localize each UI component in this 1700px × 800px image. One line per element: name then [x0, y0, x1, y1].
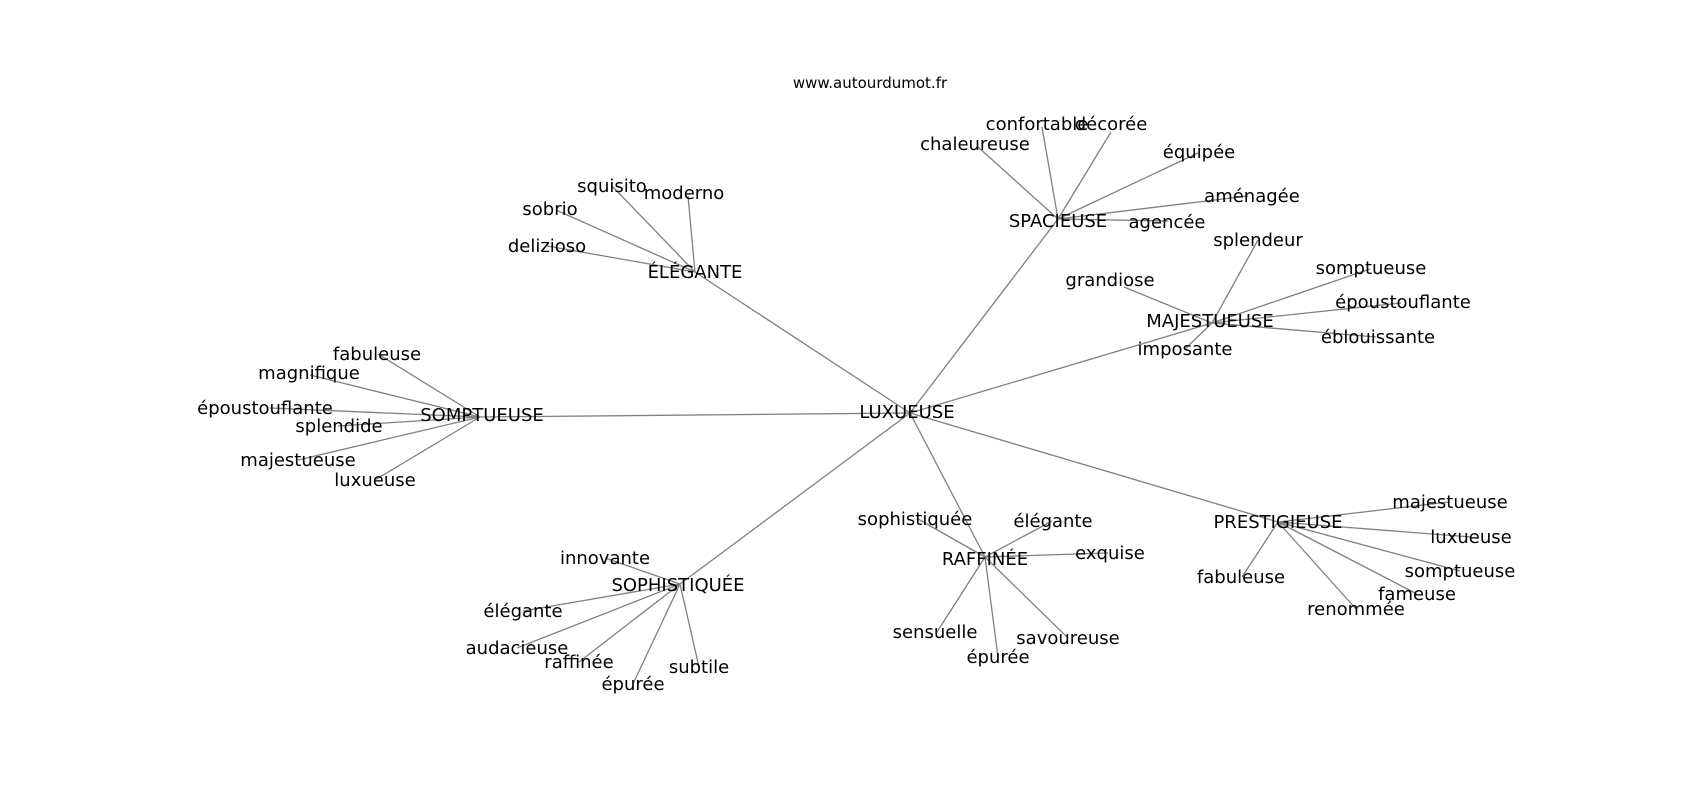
- leaf-node-somptueuse-2: époustouflante: [197, 398, 333, 419]
- edge-raffinee-leaf-4: [984, 556, 1069, 639]
- edges: [269, 126, 1472, 685]
- edge-elegante-leaf-1: [687, 195, 696, 273]
- leaf-node-sophistiquee-4: épurée: [601, 674, 664, 695]
- leaf-node-prestigieuse-2: fabuleuse: [1197, 567, 1285, 588]
- edge-sophistiquee-leaf-5: [679, 583, 700, 668]
- edge-prestigieuse-leaf-4: [1277, 521, 1418, 595]
- edge-prestigieuse-leaf-3: [1277, 521, 1461, 572]
- edge-somptueuse-leaf-1: [309, 374, 481, 418]
- leaf-node-majestueuse-1: grandiose: [1065, 270, 1154, 291]
- edge-majestueuse-leaf-5: [1184, 322, 1213, 350]
- leaf-node-majestueuse-2: somptueuse: [1316, 258, 1427, 279]
- leaf-node-raffinee-1: élégante: [1013, 511, 1092, 532]
- leaf-node-sophistiquee-5: subtile: [669, 657, 729, 678]
- cluster-node-spacieuse: SPACIEUSE: [1009, 211, 1107, 232]
- leaf-node-somptueuse-4: majestueuse: [240, 450, 355, 471]
- edge-center-elegante: [694, 271, 911, 414]
- edge-raffinee-leaf-1: [984, 520, 1053, 558]
- edge-sophistiquee-leaf-2: [516, 583, 681, 649]
- edge-raffinee-leaf-3: [936, 556, 986, 633]
- edge-center-prestigieuse: [909, 412, 1279, 523]
- edge-prestigieuse-leaf-0: [1277, 501, 1450, 523]
- leaf-node-majestueuse-4: éblouissante: [1321, 327, 1435, 348]
- leaf-node-somptueuse-5: luxueuse: [334, 470, 415, 491]
- edge-majestueuse-leaf-3: [1211, 302, 1402, 324]
- edge-somptueuse-leaf-0: [377, 353, 481, 418]
- cluster-node-somptueuse: SOMPTUEUSE: [420, 405, 544, 426]
- edge-spacieuse-leaf-3: [1057, 152, 1199, 220]
- edge-sophistiquee-leaf-0: [604, 557, 681, 585]
- leaf-node-sophistiquee-0: innovante: [560, 548, 650, 569]
- leaf-node-prestigieuse-5: renommée: [1307, 599, 1405, 620]
- edge-somptueuse-leaf-5: [374, 416, 481, 481]
- leaf-node-prestigieuse-3: somptueuse: [1405, 561, 1516, 582]
- edge-somptueuse-leaf-3: [337, 416, 481, 427]
- cluster-node-elegante: ÉLÉGANTE: [648, 261, 743, 283]
- edge-prestigieuse-leaf-1: [1277, 521, 1472, 538]
- edge-center-sophistiquee: [679, 412, 911, 585]
- cluster-node-majestueuse: MAJESTUEUSE: [1146, 311, 1273, 332]
- edge-center-spacieuse: [909, 218, 1059, 414]
- leaf-node-prestigieuse-0: majestueuse: [1392, 492, 1507, 513]
- edge-sophistiquee-leaf-4: [632, 583, 681, 685]
- edge-majestueuse-leaf-0: [1211, 239, 1259, 324]
- edge-spacieuse-leaf-2: [977, 146, 1059, 220]
- leaf-node-spacieuse-3: équipée: [1163, 142, 1235, 163]
- edge-prestigieuse-leaf-2: [1241, 521, 1279, 578]
- leaf-node-spacieuse-4: aménagée: [1204, 186, 1300, 207]
- edge-raffinee-leaf-5: [984, 556, 999, 658]
- edge-somptueuse-leaf-4: [297, 416, 481, 461]
- leaf-node-majestueuse-0: splendeur: [1213, 230, 1303, 251]
- edge-majestueuse-leaf-4: [1211, 322, 1377, 338]
- edge-prestigieuse-leaf-5: [1277, 521, 1357, 610]
- edge-majestueuse-leaf-2: [1211, 268, 1371, 324]
- edge-sophistiquee-leaf-1: [522, 583, 681, 612]
- leaf-node-majestueuse-3: époustouflante: [1335, 292, 1471, 313]
- edge-elegante-leaf-3: [546, 245, 696, 273]
- leaf-node-raffinee-2: exquise: [1075, 543, 1145, 564]
- leaf-node-raffinee-3: sensuelle: [893, 622, 978, 643]
- edge-sophistiquee-leaf-3: [578, 583, 681, 663]
- cluster-node-prestigieuse: PRESTIGIEUSE: [1213, 512, 1342, 533]
- leaf-node-spacieuse-2: chaleureuse: [920, 134, 1030, 155]
- edge-spacieuse-leaf-4: [1057, 195, 1249, 220]
- edge-center-raffinee: [909, 412, 986, 558]
- edge-somptueuse-leaf-2: [269, 407, 481, 418]
- edge-spacieuse-leaf-5: [1057, 218, 1169, 222]
- center-node-label: LUXUEUSE: [859, 402, 954, 423]
- edge-majestueuse-leaf-1: [1123, 286, 1213, 324]
- leaf-node-raffinee-5: épurée: [966, 647, 1029, 668]
- leaf-node-spacieuse-1: décorée: [1075, 114, 1148, 135]
- leaf-node-elegante-2: sobrio: [522, 199, 577, 220]
- edge-center-majestueuse: [909, 322, 1213, 414]
- edge-raffinee-leaf-2: [984, 552, 1109, 558]
- cluster-node-raffinee: RAFFINÉE: [942, 548, 1028, 570]
- edge-raffinee-leaf-0: [917, 518, 986, 558]
- edge-elegante-leaf-2: [555, 209, 696, 273]
- leaf-node-spacieuse-5: agencée: [1129, 212, 1206, 233]
- leaf-node-sophistiquee-1: élégante: [483, 601, 562, 622]
- edge-spacieuse-leaf-0: [1041, 126, 1059, 220]
- leaf-node-elegante-3: delizioso: [508, 236, 586, 257]
- leaf-node-somptueuse-0: fabuleuse: [333, 344, 421, 365]
- leaf-node-elegante-1: moderno: [644, 183, 725, 204]
- leaf-node-majestueuse-5: imposante: [1138, 339, 1233, 360]
- leaf-node-somptueuse-1: magnifique: [258, 363, 360, 384]
- watermark-text: www.autourdumot.fr: [793, 74, 948, 92]
- leaf-node-raffinee-4: savoureuse: [1016, 628, 1119, 649]
- cluster-node-sophistiquee: SOPHISTIQUÉE: [611, 574, 744, 596]
- leaf-node-spacieuse-0: confortable: [986, 114, 1089, 135]
- leaf-node-somptueuse-3: splendide: [295, 416, 382, 437]
- edge-elegante-leaf-0: [611, 185, 696, 273]
- edge-spacieuse-leaf-1: [1057, 131, 1112, 220]
- leaf-node-sophistiquee-2: audacieuse: [466, 638, 569, 659]
- leaf-node-sophistiquee-3: raffinée: [544, 652, 613, 673]
- leaf-node-prestigieuse-1: luxueuse: [1430, 527, 1511, 548]
- leaf-node-raffinee-0: sophistiquée: [858, 509, 973, 530]
- leaf-node-prestigieuse-4: fameuse: [1378, 584, 1456, 605]
- edge-center-somptueuse: [479, 412, 911, 418]
- leaf-node-elegante-0: squisito: [577, 176, 647, 197]
